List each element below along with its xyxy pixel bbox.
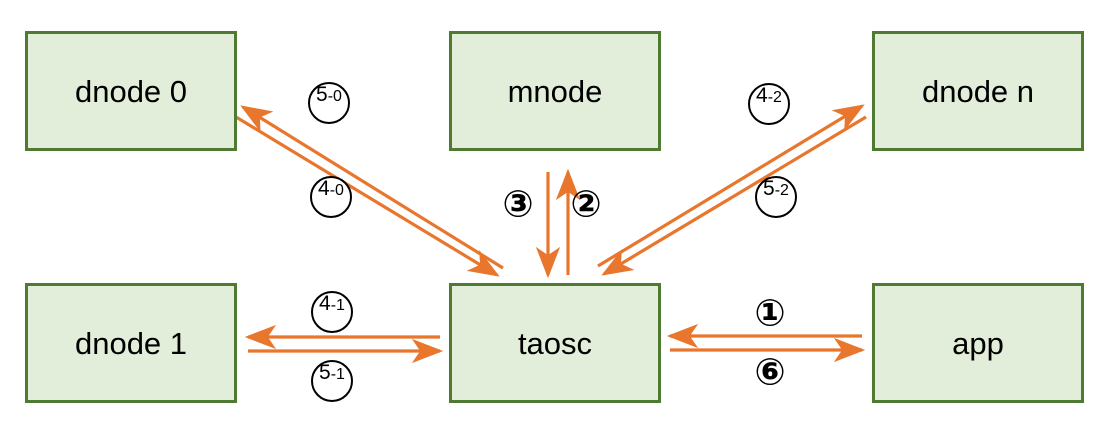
node-dnode-n-label: dnode n [921,73,1035,109]
edge-badge-5-0-main: 5 [316,83,328,106]
edge-badge-5-1-sep: - [330,366,337,383]
node-dnode-0-label: dnode 0 [74,73,188,109]
edge-badge-4-0-sep: - [329,182,336,199]
edge-badge-4-2: 4 - 2 [748,83,790,125]
node-dnode-n[interactable]: dnode n [872,31,1084,151]
edge-badge-4-0: 4 - 0 [310,176,352,218]
edge-badge-4-2-sub: 2 [773,89,782,106]
edge-badge-5-0-sep: - [327,88,334,105]
node-dnode-1[interactable]: dnode 1 [25,283,237,403]
node-mnode-label: mnode [507,73,603,109]
edge-badge-4-1: 4 - 1 [311,291,353,333]
edge-badge-5-0: 5 - 0 [308,82,350,124]
edge-badge-6: ⑥ [754,350,786,394]
edge-badge-4-0-main: 4 [318,177,330,200]
edge-badge-4-1-main: 4 [319,292,331,315]
node-dnode-0[interactable]: dnode 0 [25,31,237,151]
node-dnode-1-label: dnode 1 [74,325,188,361]
edge-badge-4-2-sep: - [767,89,774,106]
edge-5-2 [601,115,867,276]
edge-5-0 [240,105,504,270]
node-app[interactable]: app [872,283,1084,403]
edge-badge-5-0-sub: 0 [333,88,342,105]
edge-badge-5-1: 5 - 1 [311,360,353,402]
node-taosc-label: taosc [517,325,593,361]
node-taosc[interactable]: taosc [449,283,661,403]
edge-badge-4-0-sub: 0 [335,182,344,199]
edge-4-2 [597,104,865,268]
edge-badge-5-2-main: 5 [763,177,775,200]
edge-badge-5-2: 5 - 2 [755,176,797,218]
edge-badge-4-2-main: 4 [756,84,768,107]
edge-badge-4-1-sep: - [330,297,337,314]
edge-badge-5-1-sub: 1 [336,366,345,383]
edge-badge-4-1-sub: 1 [336,297,345,314]
edge-badge-1: ① [754,291,786,335]
edge-badge-2: ② [570,182,602,226]
node-app-label: app [952,325,1004,361]
edge-badge-5-1-main: 5 [319,361,331,384]
edge-badge-3: ③ [502,182,534,226]
edge-badge-5-2-sub: 2 [780,182,789,199]
node-mnode[interactable]: mnode [449,31,661,151]
edge-badge-5-2-sep: - [774,182,781,199]
edge-4-0 [235,115,500,277]
